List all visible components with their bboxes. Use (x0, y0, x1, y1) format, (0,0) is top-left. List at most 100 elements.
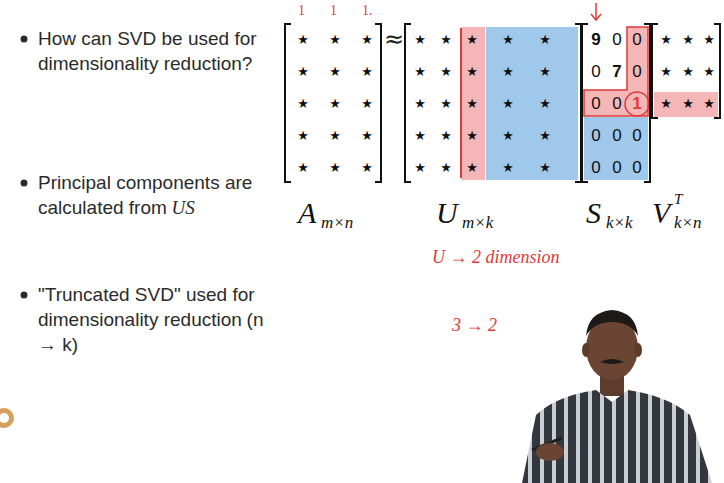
matrix-entry: ★ (533, 157, 557, 179)
matrix-entry: 0 (605, 125, 629, 147)
matrix-entry: ★ (533, 61, 557, 83)
matrix-entry: 0 (605, 29, 629, 51)
matrix-name: A (298, 196, 316, 229)
matrix-bracket (285, 24, 381, 182)
matrix-entry: ★ (291, 93, 315, 115)
matrix-entry: ★ (460, 157, 484, 179)
matrix-entry: ★ (355, 61, 379, 83)
bullet-dot (21, 36, 28, 43)
matrix-entry: ★ (654, 29, 678, 51)
matrix-entry: ★ (323, 29, 347, 51)
matrix-entry: ★ (291, 157, 315, 179)
bullet-point: "Truncated SVD" used for dimensionality … (38, 282, 266, 357)
matrix-entry: 7 (605, 61, 629, 83)
matrix-entry: 0 (584, 125, 608, 147)
matrix: ★★★★★★★★★★★★★★★ (285, 24, 381, 182)
matrix-entry: ★ (676, 61, 700, 83)
blue-rows (584, 117, 648, 180)
matrix-entry: ★ (460, 61, 484, 83)
pen-note: 1. (362, 3, 373, 18)
matrix-entry: ★ (434, 157, 458, 179)
matrix-entry: ★ (460, 93, 484, 115)
matrix-entry: ★ (496, 125, 520, 147)
pen-note: 1 (330, 3, 337, 18)
pen-arrow (595, 3, 597, 19)
matrix-entry: ★ (355, 125, 379, 147)
matrix-entry: 0 (584, 61, 608, 83)
bullet-point: How can SVD be used for dimensionality r… (38, 26, 266, 76)
approx-sign: ≈ (384, 26, 404, 52)
matrix-entry: ★ (460, 29, 484, 51)
bullet-point: Principal components are calculated from… (38, 170, 266, 220)
matrix-size: k×n (674, 214, 702, 233)
matrix-entry: ★ (654, 93, 678, 115)
bullet-text: US (172, 197, 195, 218)
matrix: ★★★★★★★★★★★★★★★★★★★★★★★★★ (405, 24, 581, 182)
matrix-entry: ★ (697, 29, 721, 51)
matrix-entry: ★ (496, 61, 520, 83)
matrix-entry: 0 (584, 157, 608, 179)
matrix-entry: 0 (605, 157, 629, 179)
matrix-entry: ★ (533, 93, 557, 115)
matrix-entry: ★ (291, 61, 315, 83)
presenter-ear (582, 343, 590, 357)
matrix-entry: ★ (676, 93, 700, 115)
bullet-dot (21, 292, 28, 299)
matrix-entry: ★ (408, 61, 432, 83)
bullet-dot (21, 180, 28, 187)
matrix-entry: ★ (434, 61, 458, 83)
matrix-entry: ★ (434, 93, 458, 115)
matrix-name: U (436, 196, 458, 229)
matrix-entry: 0 (625, 29, 649, 51)
pen-outline (584, 27, 648, 116)
matrix-entry: ★ (533, 29, 557, 51)
logo (0, 408, 14, 428)
presenter-shirt (522, 390, 712, 483)
red-column (461, 27, 485, 180)
matrix-entry: ★ (697, 93, 721, 115)
bullet-text: Principal components are calculated from (38, 172, 252, 218)
matrix-entry: 0 (625, 157, 649, 179)
pen-note: U → 2 dimension (432, 248, 560, 268)
matrix-entry: 0 (605, 93, 629, 115)
matrix-entry: ★ (496, 29, 520, 51)
matrix-name: V (652, 196, 670, 229)
matrix-entry: ★ (355, 29, 379, 51)
pen-circle (625, 92, 649, 116)
matrix-entry: ★ (408, 157, 432, 179)
matrix-entry: ★ (697, 61, 721, 83)
matrix-entry: ★ (496, 157, 520, 179)
bullet-text: How can SVD be used for dimensionality r… (38, 28, 257, 74)
matrix-entry: ★ (291, 125, 315, 147)
pen-arrowhead (591, 14, 601, 20)
matrix-entry: ★ (408, 125, 432, 147)
matrix-entry: 0 (625, 125, 649, 147)
matrix-entry: 9 (584, 29, 608, 51)
matrix-entry: ★ (654, 61, 678, 83)
matrix-entry: 0 (584, 93, 608, 115)
logo (0, 413, 9, 423)
matrix-entry: ★ (676, 29, 700, 51)
matrix-entry: ★ (355, 93, 379, 115)
presenter-ear (634, 343, 642, 357)
bullet-text: "Truncated SVD" used for dimensionality … (38, 284, 255, 330)
matrix-entry: 0 (625, 61, 649, 83)
pen-note: 3 → 2 (452, 316, 497, 336)
matrix-entry: ★ (434, 125, 458, 147)
matrix: 900070001000000 (582, 24, 650, 182)
matrix-entry: ★ (323, 125, 347, 147)
presenter-hand (536, 443, 564, 461)
matrix-entry: 1 (625, 93, 649, 115)
transpose-mark: T (674, 191, 682, 208)
matrix-entry: ★ (323, 61, 347, 83)
presenter-hair (586, 310, 638, 336)
matrix-entry: ★ (323, 93, 347, 115)
matrix: ★★★★★★★★★ (652, 24, 720, 118)
matrix-bracket (582, 24, 650, 182)
matrix-size: m×n (321, 214, 353, 233)
matrix-entry: ★ (496, 93, 520, 115)
matrix-bracket (405, 24, 581, 182)
matrix-entry: ★ (291, 29, 315, 51)
